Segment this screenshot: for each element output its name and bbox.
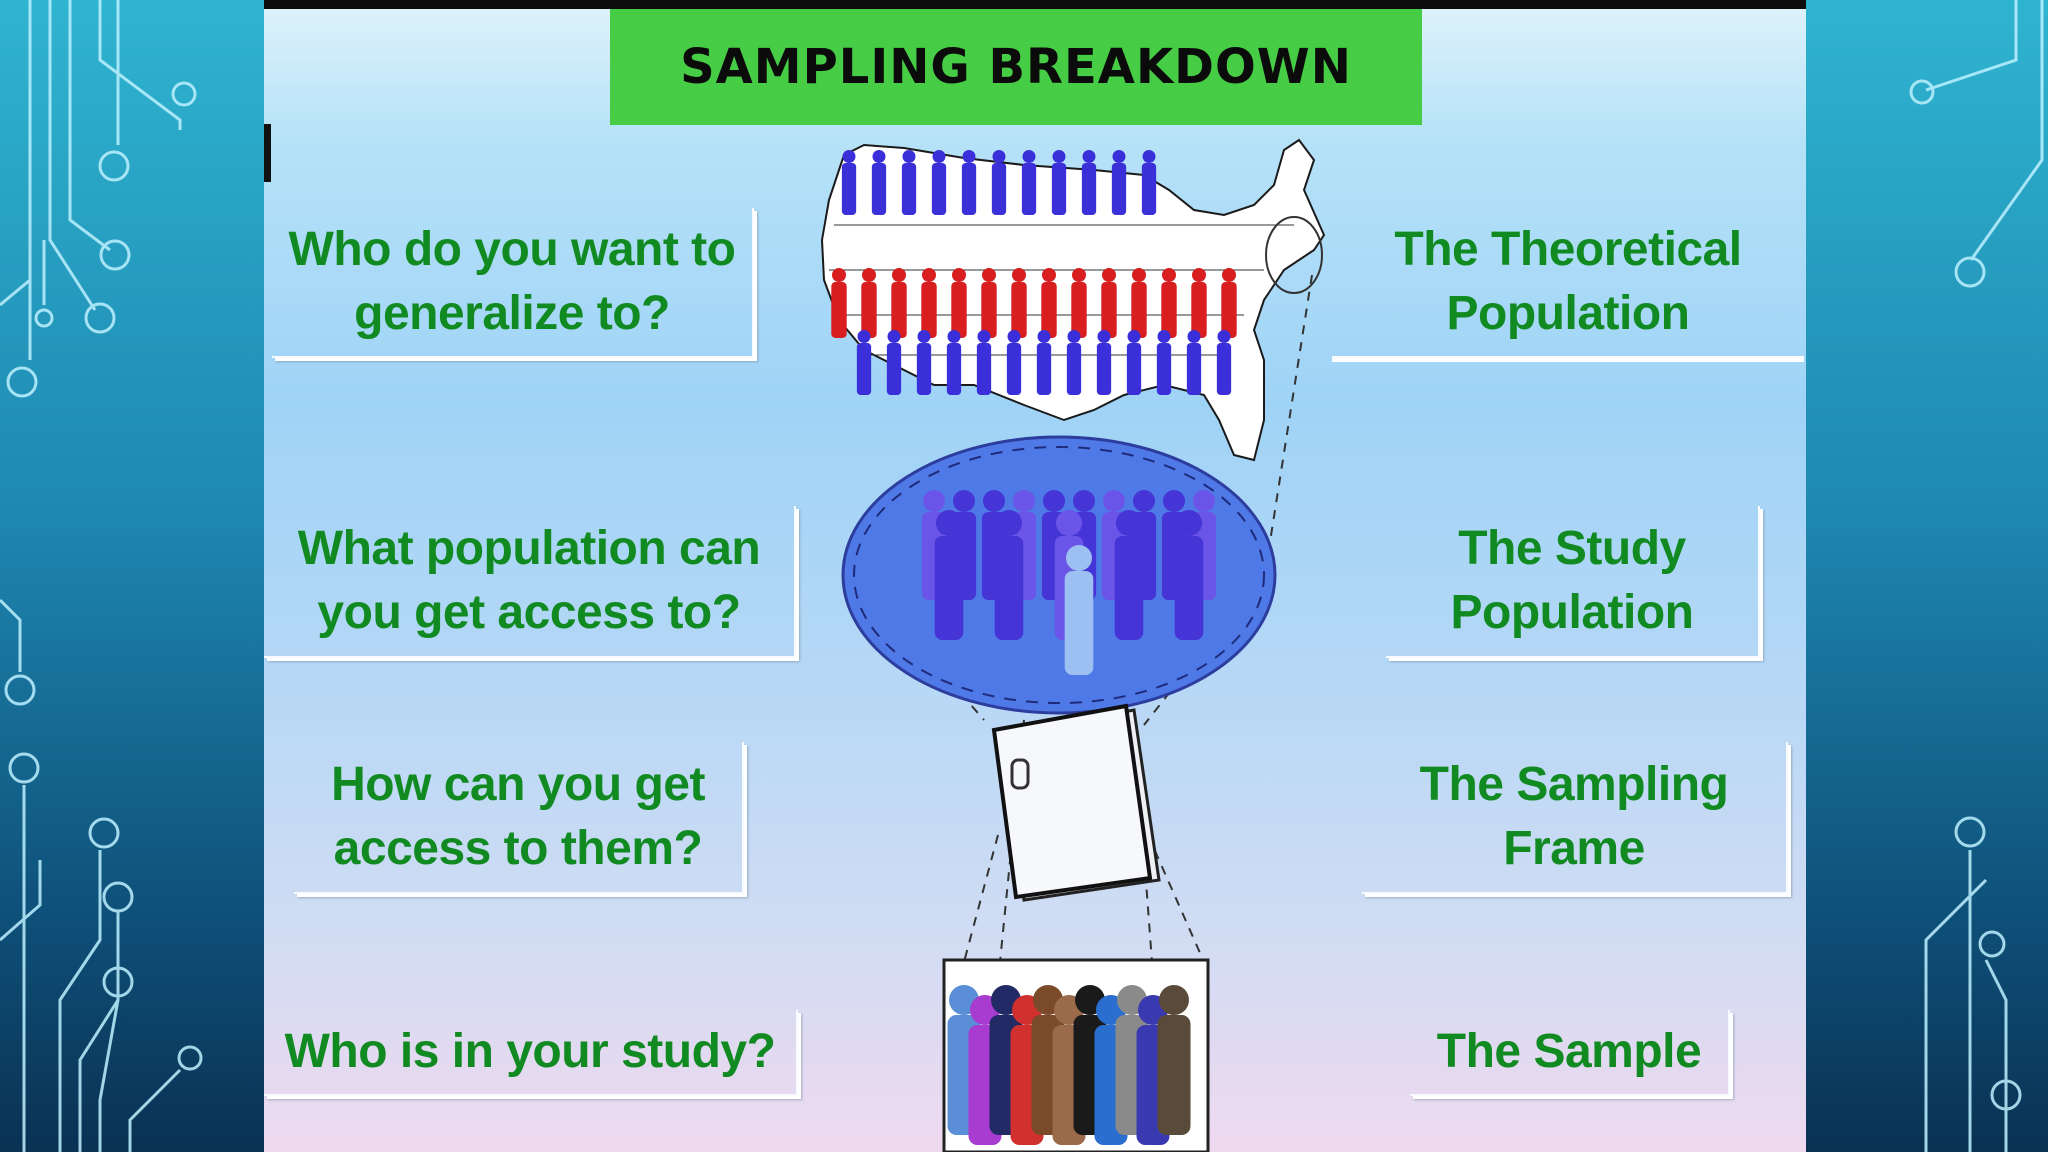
map-person-figure bbox=[891, 268, 907, 338]
crowd-person-figure bbox=[1114, 510, 1144, 640]
map-person-figure bbox=[931, 150, 947, 215]
crowd-person-figure bbox=[1101, 490, 1127, 600]
crowd-person-figure bbox=[934, 510, 964, 640]
title-banner: SAMPLING BREAKDOWN bbox=[610, 9, 1422, 125]
crowd-person-figure bbox=[1054, 510, 1084, 640]
crowd-person-figure bbox=[1071, 490, 1097, 600]
map-person-figure bbox=[1051, 150, 1067, 215]
sample-person-figure bbox=[1094, 995, 1128, 1145]
answer-study-population: The Study Population bbox=[1386, 506, 1760, 658]
map-person-figure bbox=[921, 268, 937, 338]
circuit-decoration-right-icon bbox=[1909, 0, 2044, 1152]
us-map-people-icon bbox=[820, 138, 1326, 462]
map-person-figure bbox=[831, 268, 847, 338]
sample-person-figure bbox=[1157, 985, 1191, 1135]
crowd-person-figure bbox=[1064, 545, 1094, 675]
crowd-person-figure bbox=[1161, 490, 1187, 600]
map-person-figure bbox=[1081, 150, 1097, 215]
map-person-figure bbox=[1141, 150, 1157, 215]
map-person-figure bbox=[901, 150, 917, 215]
map-person-figure bbox=[871, 150, 887, 215]
map-people-figures bbox=[831, 150, 1237, 395]
map-person-figure bbox=[1131, 268, 1147, 338]
crowd-person-figure bbox=[994, 510, 1024, 640]
map-person-figure bbox=[961, 150, 977, 215]
sample-person-figure bbox=[1010, 995, 1044, 1145]
answer-sampling-frame: The Sampling Frame bbox=[1362, 742, 1788, 894]
crowd-person-figure bbox=[1174, 510, 1204, 640]
crowd-person-figure bbox=[981, 490, 1007, 600]
crowd-oval-icon bbox=[841, 435, 1277, 715]
map-person-figure bbox=[951, 268, 967, 338]
answer-theoretical-population: The Theoretical Population bbox=[1332, 208, 1804, 358]
sample-person-figure bbox=[1073, 985, 1107, 1135]
crowd-person-figure bbox=[1191, 490, 1217, 600]
crowd-person-figure bbox=[951, 490, 977, 600]
map-person-figure bbox=[1011, 268, 1027, 338]
sample-person-figure bbox=[1052, 995, 1086, 1145]
crowd-person-figure bbox=[1041, 490, 1067, 600]
map-person-figure bbox=[1186, 330, 1202, 395]
map-person-figure bbox=[1036, 330, 1052, 395]
map-person-figure bbox=[886, 330, 902, 395]
slide-title: SAMPLING BREAKDOWN bbox=[680, 39, 1352, 95]
map-person-figure bbox=[991, 150, 1007, 215]
map-person-figure bbox=[861, 268, 877, 338]
circuit-decoration-left-icon bbox=[0, 0, 203, 1152]
crowd-person-figure bbox=[1131, 490, 1157, 600]
map-person-figure bbox=[1156, 330, 1172, 395]
sample-person-figure bbox=[947, 985, 981, 1135]
map-person-figure bbox=[1126, 330, 1142, 395]
map-person-figure bbox=[1101, 268, 1117, 338]
map-person-figure bbox=[1066, 330, 1082, 395]
map-person-figure bbox=[1096, 330, 1112, 395]
map-person-figure bbox=[856, 330, 872, 395]
answer-sample: The Sample bbox=[1410, 1010, 1730, 1096]
map-person-figure bbox=[1111, 150, 1127, 215]
map-person-figure bbox=[1021, 150, 1037, 215]
crowd-person-figure bbox=[921, 490, 947, 600]
map-person-figure bbox=[1191, 268, 1207, 338]
question-generalize: Who do you want to generalize to? bbox=[272, 208, 754, 358]
question-get-access: How can you get access to them? bbox=[294, 742, 744, 894]
slide-edge-mark bbox=[264, 124, 271, 182]
map-person-figure bbox=[1161, 268, 1177, 338]
map-person-figure bbox=[1221, 268, 1237, 338]
map-person-figure bbox=[946, 330, 962, 395]
map-person-figure bbox=[841, 150, 857, 215]
crowd-person-figure bbox=[1011, 490, 1037, 600]
map-person-figure bbox=[1041, 268, 1057, 338]
map-person-figure bbox=[981, 268, 997, 338]
question-access-population: What population can you get access to? bbox=[264, 506, 796, 658]
question-in-study: Who is in your study? bbox=[264, 1010, 798, 1096]
sample-person-figure bbox=[1115, 985, 1149, 1135]
slide: SAMPLING BREAKDOWN bbox=[264, 0, 1806, 1152]
sample-people-group-icon bbox=[942, 958, 1210, 1152]
sample-person-figure bbox=[1031, 985, 1065, 1135]
sampling-frame-paper-icon bbox=[991, 703, 1161, 902]
map-person-figure bbox=[916, 330, 932, 395]
sample-person-figure bbox=[968, 995, 1002, 1145]
map-person-figure bbox=[1006, 330, 1022, 395]
map-person-figure bbox=[1071, 268, 1087, 338]
map-person-figure bbox=[976, 330, 992, 395]
sample-person-figure bbox=[1136, 995, 1170, 1145]
slide-top-border bbox=[264, 0, 1806, 9]
sample-person-figure bbox=[989, 985, 1023, 1135]
map-person-figure bbox=[1216, 330, 1232, 395]
